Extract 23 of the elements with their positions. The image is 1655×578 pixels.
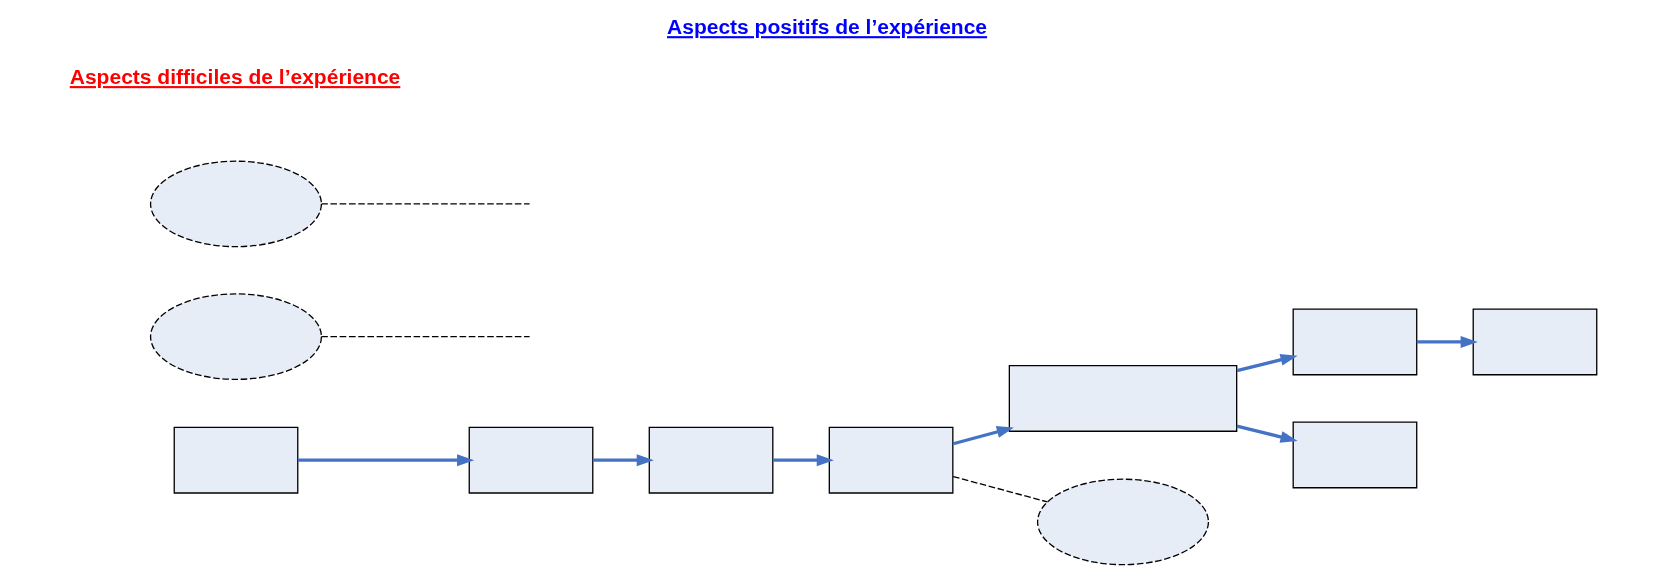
arrow [772,454,834,467]
arrow [297,454,474,467]
arrow [1416,335,1478,348]
connector [320,336,530,338]
node-box [648,426,773,494]
node-box [173,426,298,494]
node-box [1472,308,1597,376]
arrow [1236,353,1298,373]
node-box [468,426,593,494]
node-box [1292,421,1417,489]
node-ellipse [149,293,322,380]
arrow [1236,424,1298,443]
node-box [1008,364,1237,432]
connector [952,475,1048,503]
arrow [592,454,654,467]
node-box [1292,308,1417,376]
diagram-title: Aspects positifs de l’expérience [666,15,987,39]
node-box [828,426,953,494]
node-ellipse [1036,478,1209,566]
label: Aspects difficiles de l’expérience [69,65,400,89]
arrow [952,426,1014,446]
connector [320,203,530,205]
node-ellipse [149,160,322,248]
